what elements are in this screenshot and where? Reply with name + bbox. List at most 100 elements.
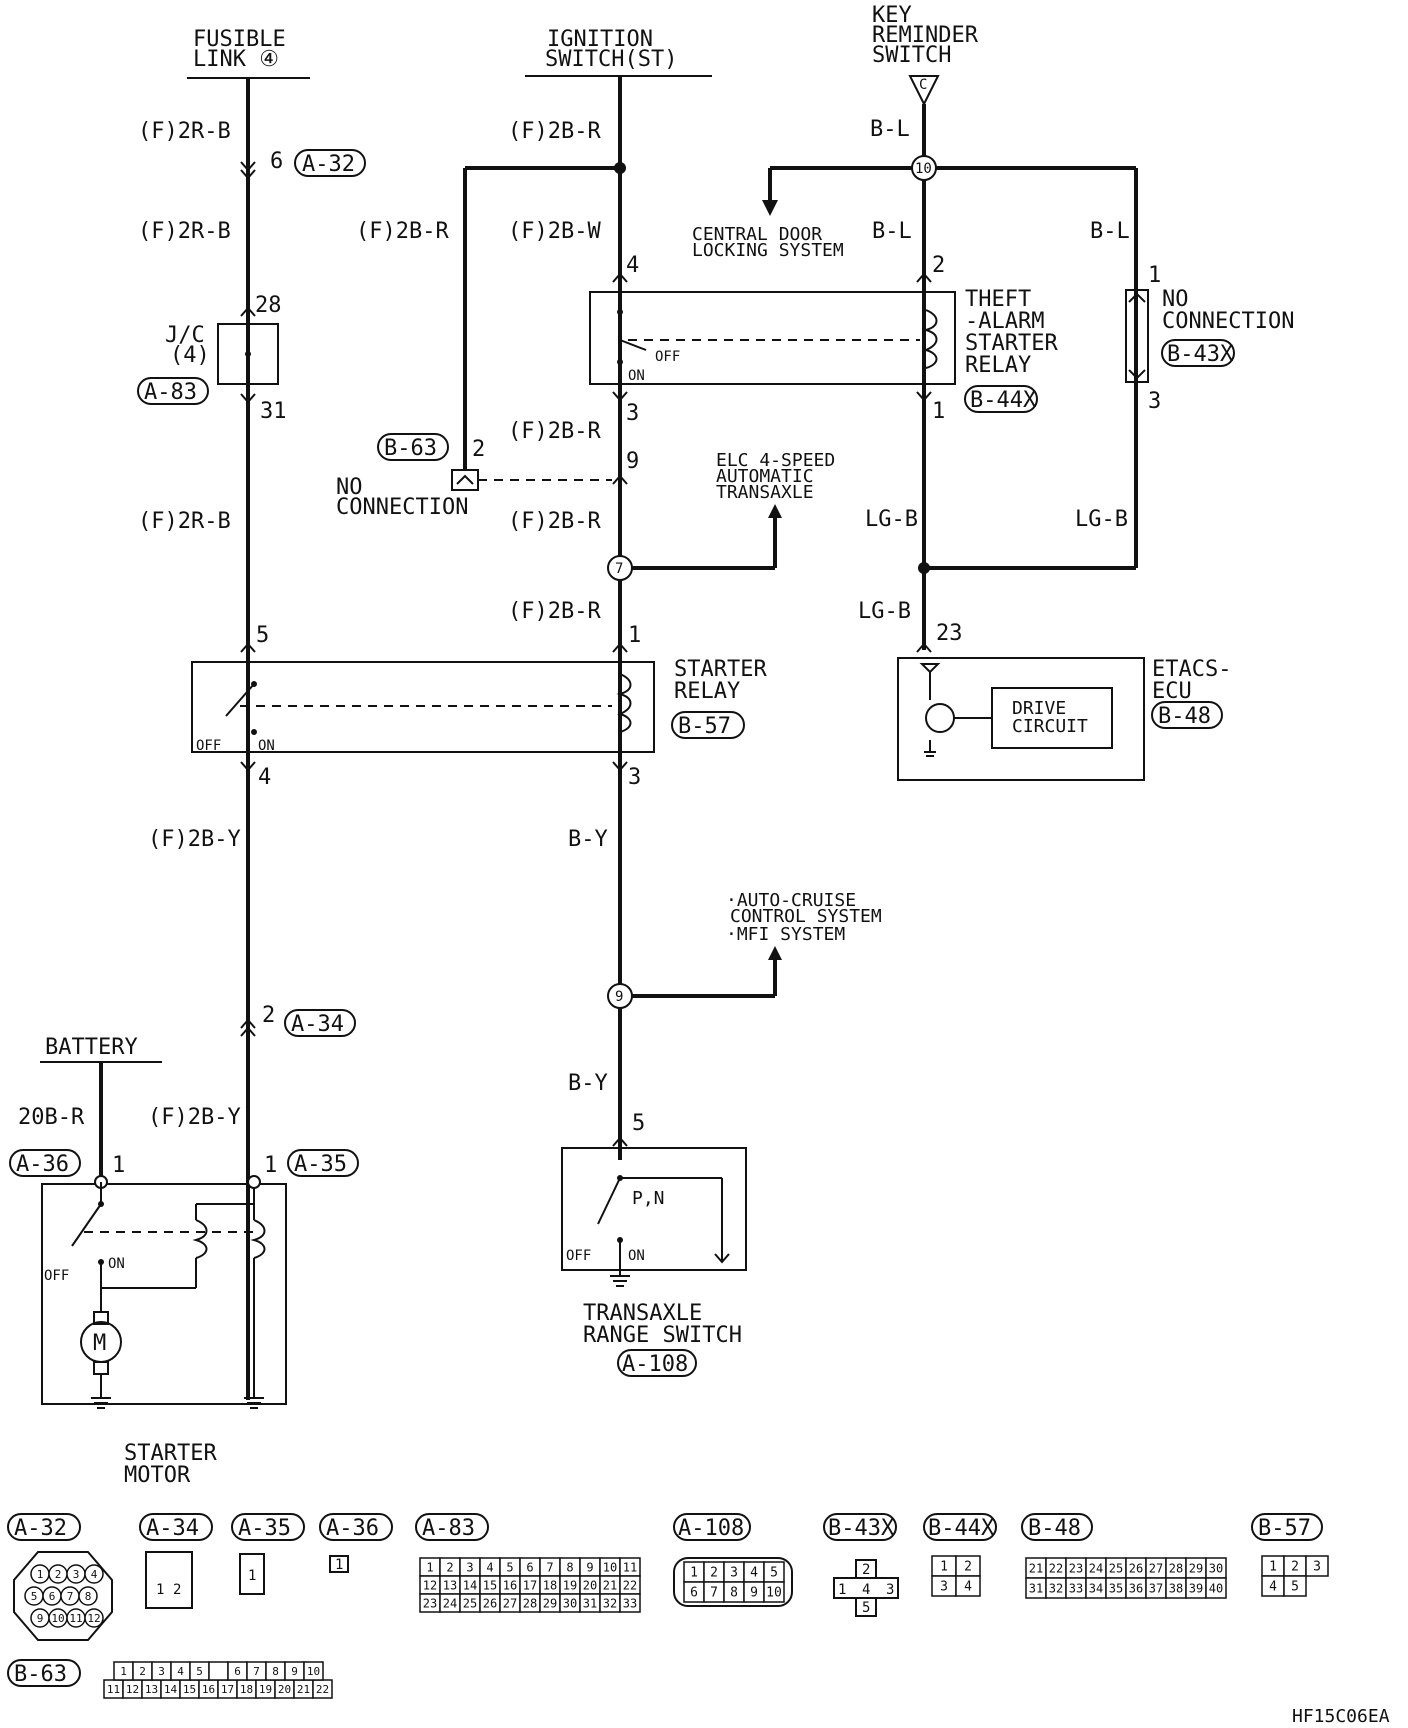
starter-motor-on: ON (108, 1256, 125, 1272)
b63-pin-8: 8 (272, 1665, 279, 1678)
a32-pin-circle (84, 1608, 104, 1628)
b63-pin-2: 2 (139, 1665, 146, 1678)
auto-cruise-line2: CONTROL SYSTEM (730, 906, 882, 927)
joint-9: 9 (615, 989, 623, 1005)
b63-pin-11: 11 (107, 1683, 120, 1696)
a83-pin-31: 31 (583, 1596, 597, 1610)
face-label-b-63: B-63 (14, 1662, 67, 1687)
b63-pin-14: 14 (164, 1683, 178, 1696)
a83-pin-29: 29 (543, 1596, 557, 1610)
a83-pin-5: 5 (506, 1560, 513, 1574)
pin-2-b63: 2 (472, 437, 485, 462)
b48-cell (1205, 1577, 1227, 1599)
b48-pin-22: 22 (1049, 1561, 1063, 1575)
a32-pin-2: 2 (55, 1568, 62, 1581)
ground-icon-range (610, 1275, 630, 1287)
junction-connector (217, 323, 279, 385)
a83-pin-27: 27 (503, 1596, 517, 1610)
b63-pin-5: 5 (196, 1665, 203, 1678)
transaxle-range-switch: P,N OFF ON TRANSAXLE RANGE SWITCH A-108 (561, 1147, 747, 1377)
wire-label-b-y-2: B-Y (568, 1071, 608, 1096)
range-switch-line2: RANGE SWITCH (583, 1323, 742, 1348)
a83-pin-28: 28 (523, 1596, 537, 1610)
central-door-line2: LOCKING SYSTEM (692, 240, 844, 261)
a108-pin-7: 7 (710, 1586, 718, 1601)
face-label-a-34: A-34 (146, 1516, 199, 1541)
pin-1-a35: 1 (264, 1153, 277, 1178)
wire-label-2b-y-1: (F)2B-Y (148, 827, 241, 852)
a83-pin-24: 24 (443, 1596, 457, 1610)
pin-4-theft-relay: 4 (626, 253, 639, 278)
b63-cell (208, 1661, 229, 1681)
b43x-face: 2 1 4 3 5 (833, 1559, 899, 1617)
b48-pin-26: 26 (1129, 1561, 1143, 1575)
pin-3-b43x: 3 (1148, 389, 1161, 414)
starter-relay-off: OFF (196, 738, 221, 754)
a83-pin-18: 18 (543, 1578, 557, 1592)
a32-pin-8: 8 (85, 1590, 92, 1603)
ignition-switch-header: IGNITION SWITCH(ST) (525, 27, 712, 77)
wire-label-2b-w: (F)2B-W (508, 219, 601, 244)
wire-label-2b-r-1: (F)2B-R (508, 119, 601, 144)
face-label-b-57: B-57 (1258, 1516, 1311, 1541)
starter-relay-coil (616, 673, 632, 733)
b43x-pin-5: 5 (862, 1600, 870, 1616)
b43x-pin-1: 1 (838, 1582, 846, 1598)
wire-label-lg-b-3: LG-B (858, 599, 911, 624)
a35-face (239, 1553, 265, 1595)
wire-label-2r-b-3: (F)2R-B (138, 509, 231, 534)
wire-label-2r-b-1: (F)2R-B (138, 119, 231, 144)
a83-pin-33: 33 (623, 1596, 637, 1610)
key-reminder-line2: REMINDER (872, 23, 979, 48)
b48-pin-38: 38 (1169, 1581, 1183, 1595)
b63-pin-19: 19 (259, 1683, 272, 1696)
starter-relay-line1: STARTER (674, 657, 767, 682)
a83-pin-12: 12 (423, 1578, 437, 1592)
fusible-link-line1: FUSIBLE (193, 27, 286, 52)
b57-cell (1305, 1555, 1329, 1577)
theft-relay-line3: STARTER (965, 331, 1058, 356)
b48-pin-28: 28 (1169, 1561, 1183, 1575)
a34-face (145, 1551, 193, 1609)
pin-31: 31 (260, 399, 287, 424)
a32-pin-12: 12 (87, 1612, 100, 1625)
b44x-pin-3: 3 (940, 1580, 948, 1595)
starter-motor-line1: STARTER (124, 1441, 217, 1466)
a36-face (329, 1555, 349, 1573)
pin-2-theft-coil: 2 (932, 253, 945, 278)
pull-in-coil (192, 1219, 208, 1259)
b48-pin-35: 35 (1109, 1581, 1123, 1595)
connector-a-83: A-83 (144, 380, 197, 405)
key-reminder-header: KEY REMINDER SWITCH C (872, 3, 979, 107)
connector-b-43x: B-43X (1167, 342, 1234, 367)
pin-4-starter-relay: 4 (258, 765, 271, 790)
starter-motor: OFF ON M STARTER MOTOR (41, 1175, 287, 1488)
battery-label: BATTERY (45, 1035, 138, 1060)
joint-10: 10 (915, 161, 932, 177)
b63-pin-22: 22 (316, 1683, 329, 1696)
motor-symbol: M (93, 1331, 106, 1356)
a32-pin-circle (78, 1586, 98, 1606)
theft-relay-line2: -ALARM (965, 309, 1044, 334)
drive-circuit-line1: DRIVE (1012, 698, 1066, 719)
b48-pin-33: 33 (1069, 1581, 1083, 1595)
drive-circuit-line2: CIRCUIT (1012, 716, 1088, 737)
theft-relay-on: ON (628, 368, 645, 384)
ground-icon-motor (91, 1397, 111, 1409)
key-reminder-branch: B-L 10 CENTRAL DOOR LOCKING SYSTEM B-L B… (692, 104, 1294, 653)
connector-a-36: A-36 (16, 1152, 69, 1177)
no-connection-2-line2: CONNECTION (1162, 309, 1294, 334)
wire-label-b-l-1: B-L (870, 117, 910, 142)
fusible-link-line2: LINK ④ (193, 47, 279, 72)
joint-7: 7 (615, 561, 623, 577)
transistor-icon (925, 703, 955, 733)
a32-pin-3: 3 (73, 1568, 80, 1581)
a108-pin-10: 10 (766, 1586, 782, 1601)
b57-pin-2: 2 (1291, 1560, 1299, 1575)
ignition-switch-line2: SWITCH(ST) (545, 47, 677, 72)
connector-b-44x: B-44X (970, 388, 1037, 413)
face-label-b-44x: B-44X (928, 1516, 995, 1541)
b63-pin-7: 7 (253, 1665, 260, 1678)
